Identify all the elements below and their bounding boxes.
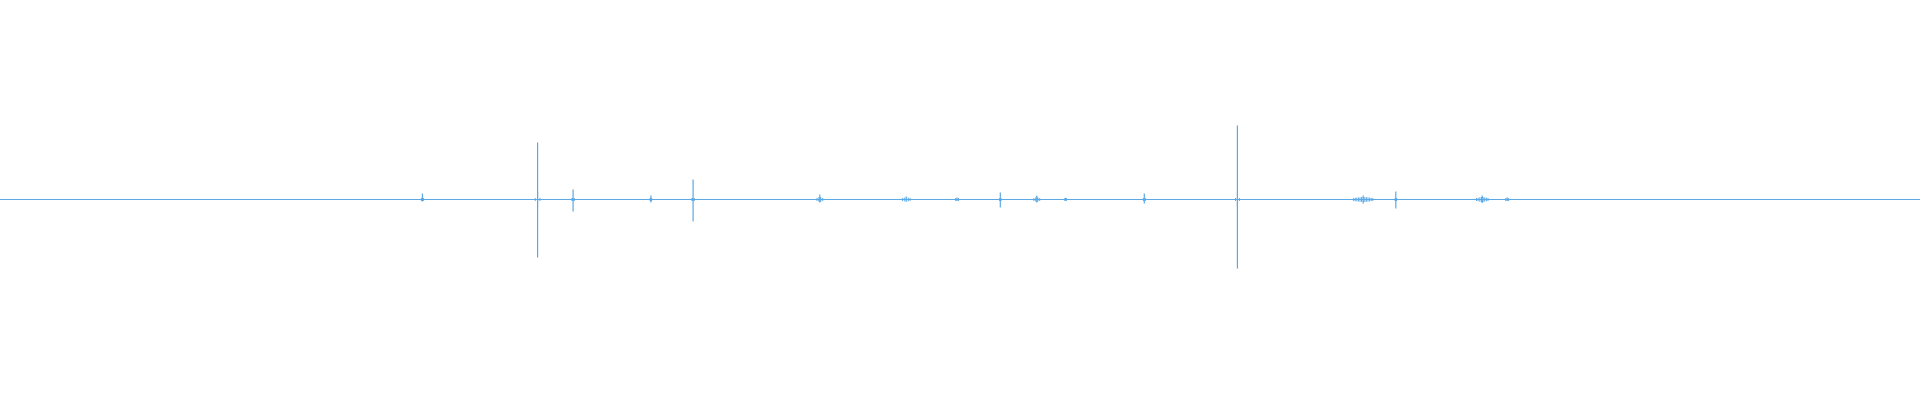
waveform-peaks — [420, 125, 1510, 269]
